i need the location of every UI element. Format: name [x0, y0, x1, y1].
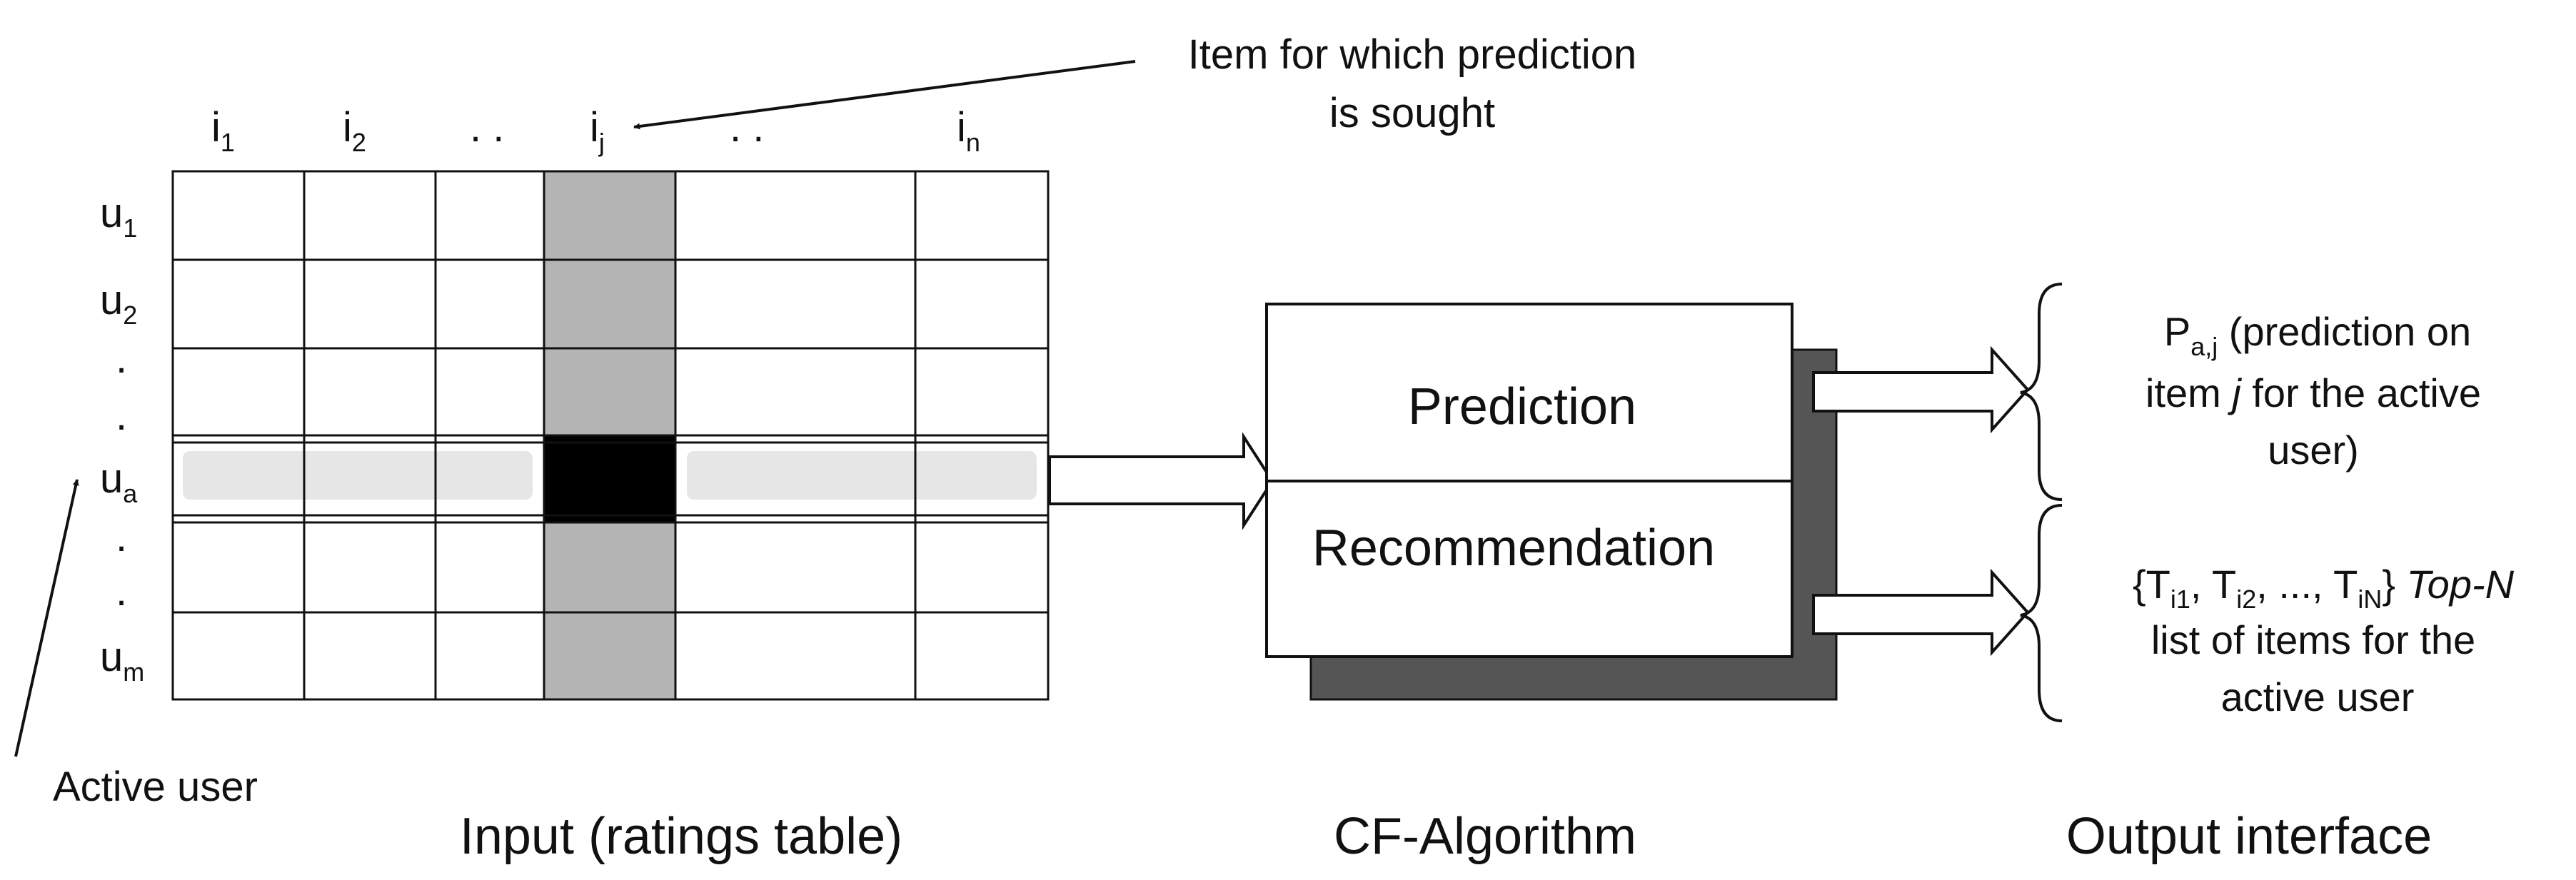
row-header: ua — [100, 455, 138, 508]
column-headers: i1 i2 . . ij . . in — [211, 104, 980, 157]
item-annotation-arrow — [633, 60, 1136, 130]
active-user-label: Active user — [53, 764, 258, 810]
column-header: in — [957, 104, 980, 157]
row-header: . — [116, 335, 127, 382]
active-user-annotation: Active user — [14, 479, 258, 810]
row-header: . — [116, 568, 127, 615]
prediction-output-brace — [2020, 283, 2063, 501]
recommendation-box — [1265, 480, 1793, 658]
column-header: i2 — [343, 104, 366, 157]
cf-algorithm-box: Prediction Recommendation — [1265, 303, 1838, 701]
active-cell — [544, 435, 675, 522]
input-caption: Input (ratings table) — [460, 808, 902, 865]
prediction-output-line-2: item j for the active — [2145, 370, 2481, 415]
recommendation-output-text: {Ti1, Ti2, ..., TiN} Top-N list of items… — [2133, 562, 2515, 719]
prediction-output-line-1: Pa,j (prediction on — [2164, 309, 2471, 361]
output-caption: Output interface — [2066, 808, 2432, 865]
algorithm-caption: CF-Algorithm — [1334, 808, 1636, 865]
active-row-highlight-right — [687, 451, 1037, 500]
column-header: i1 — [211, 104, 235, 157]
table-grid-lines — [173, 171, 1048, 699]
recommendation-output-arrow — [1812, 568, 2030, 657]
row-header: . — [116, 514, 127, 560]
ratings-table — [171, 170, 1050, 701]
active-user-arrow — [14, 479, 79, 757]
row-header: . — [116, 393, 127, 439]
item-annotation-line-2: is sought — [1329, 90, 1495, 136]
prediction-label: Prediction — [1408, 378, 1636, 435]
row-header: u1 — [100, 190, 137, 243]
recommendation-label: Recommendation — [1312, 520, 1715, 577]
recommendation-output-brace — [2020, 504, 2063, 722]
prediction-output-text: Pa,j (prediction on item j for the activ… — [2145, 309, 2481, 472]
recommendation-output-line-2: list of items for the — [2151, 617, 2475, 662]
column-header: . . — [470, 104, 504, 151]
recommendation-output-line-3: active user — [2221, 674, 2415, 719]
prediction-box — [1265, 303, 1793, 482]
recommendation-output-line-1: {Ti1, Ti2, ..., TiN} Top-N — [2133, 562, 2515, 614]
item-annotation: Item for which prediction is sought — [633, 31, 1637, 136]
input-to-algorithm-arrow — [1048, 432, 1274, 530]
column-header: ij — [590, 104, 605, 157]
row-headers: u1 u2 . . ua . . um — [100, 190, 144, 687]
prediction-output-arrow — [1812, 345, 2030, 434]
item-annotation-line-1: Item for which prediction — [1188, 31, 1637, 78]
row-header: um — [100, 634, 144, 687]
prediction-output-line-3: user) — [2268, 428, 2359, 472]
active-row-highlight-left — [183, 451, 533, 500]
row-header: u2 — [100, 277, 137, 330]
